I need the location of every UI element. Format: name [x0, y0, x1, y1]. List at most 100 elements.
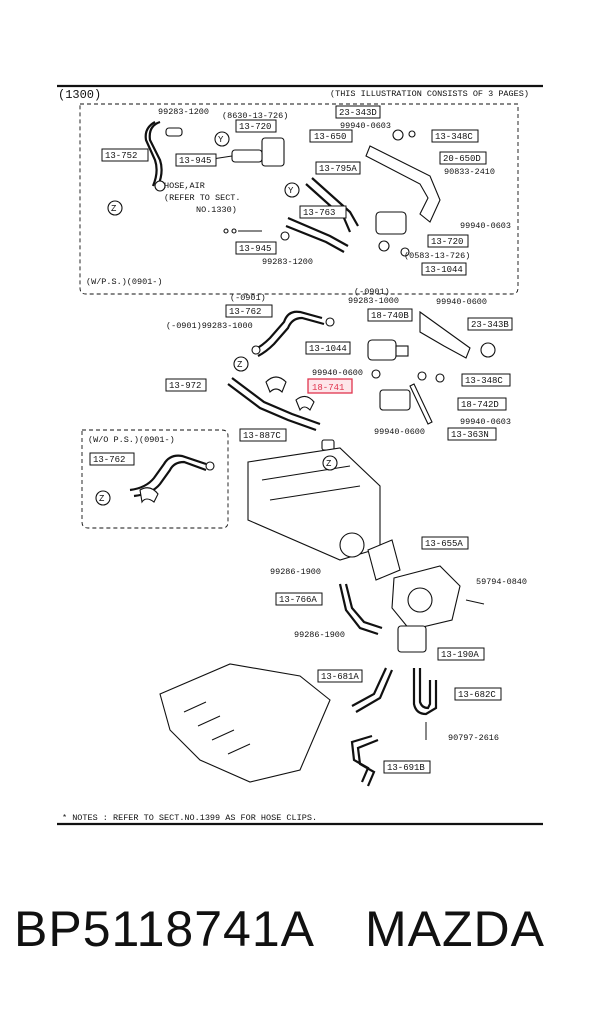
- plug-13-1044-top: [400, 247, 410, 257]
- marker-z-top: [107, 200, 123, 216]
- box-13-720-top: [235, 119, 277, 133]
- pipe-13-972: [231, 377, 321, 426]
- marker-y-top-text: Y: [218, 135, 224, 145]
- box-13-762-b: [89, 452, 135, 466]
- label-13-190a: 13-190A: [441, 650, 479, 660]
- box-18-741-highlight[interactable]: [307, 378, 353, 394]
- label-13-650: 13-650: [314, 132, 346, 142]
- label-18-740b: 18-740B: [371, 311, 409, 321]
- box-13-363n: [447, 427, 497, 441]
- box-13-348c-top: [431, 129, 479, 143]
- label-13-1044-mid: 13-1044: [309, 344, 347, 354]
- hose-13-766a: [338, 583, 379, 636]
- box-13-766a: [275, 592, 323, 606]
- marker-y-top: [214, 131, 230, 147]
- dot-2: [231, 228, 237, 234]
- marker-z-mid: [233, 356, 249, 372]
- hose-13-762-a-b: [257, 316, 325, 357]
- label-99286-1900-a: 99286-1900: [270, 567, 321, 577]
- label-23-343d: 23-343D: [339, 108, 377, 118]
- label-99283-1200-bot: 99283-1200: [262, 257, 313, 267]
- label-90833-2410: 90833-2410: [444, 167, 495, 177]
- box-23-343d: [335, 105, 381, 119]
- box-20-650d: [439, 151, 487, 165]
- label-18-741: 18-741: [312, 383, 344, 393]
- hose-air-line3: NO.1330): [196, 205, 237, 215]
- label-99940-0603-mid: 99940-0603: [460, 417, 511, 427]
- label-8630: (8630-13-726): [222, 111, 288, 121]
- label-13-752-top: 13-752: [105, 151, 137, 161]
- label-0583-13-726: (0583-13-726): [404, 251, 470, 261]
- gasket-13-655a: [367, 539, 401, 581]
- box-23-343b: [467, 317, 513, 331]
- label-13-720-bot: 13-720: [431, 237, 463, 247]
- box-13-655a: [421, 536, 469, 550]
- label-90797-2616: 90797-2616: [448, 733, 499, 743]
- label-99283-1200-top: 99283-1200: [158, 107, 209, 117]
- box-13-972: [165, 378, 207, 392]
- solenoid-18-740b: [367, 339, 397, 361]
- hose-13-682c-b: [418, 668, 432, 710]
- box-13-190a: [437, 647, 485, 661]
- box-13-682c: [454, 687, 502, 701]
- hose-13-682c: [412, 668, 438, 716]
- nut-mid: [417, 371, 427, 381]
- part-number: BP5118741A: [14, 901, 315, 957]
- hose-13-763-b: [285, 224, 345, 253]
- label-99940-0603-top: 99940-0603: [340, 121, 391, 131]
- label-23-343b: 23-343B: [471, 320, 509, 330]
- label-13-691b: 13-691B: [387, 763, 425, 773]
- label-13-655a: 13-655A: [425, 539, 463, 549]
- cap-0583-13-726: [378, 240, 390, 252]
- solenoid-13-720-top: [261, 137, 285, 167]
- label-99940-0600-mid: 99940-0600: [312, 368, 363, 378]
- clip-99283-1200-top: [165, 127, 183, 137]
- box-13-1044-top: [421, 262, 467, 276]
- clip-pipe-1: [265, 376, 287, 393]
- hose-13-691b: [350, 734, 373, 783]
- group-label-no-ps: (W/O P.S.)(0901-): [88, 435, 175, 445]
- dot-1: [223, 228, 229, 234]
- label-13-766a: 13-766A: [279, 595, 317, 605]
- bolt-99940-0603-top: [392, 129, 404, 141]
- group-box-ps: [79, 103, 519, 295]
- hose-13-752-top-outer: [144, 121, 158, 187]
- box-13-720-bot: [427, 234, 469, 248]
- marker-z-top-text: Z: [111, 204, 117, 214]
- hose-air-line2: (REFER TO SECT.: [164, 193, 241, 203]
- label-13-348c-top: 13-348C: [435, 132, 473, 142]
- bracket-mid: [419, 310, 471, 359]
- label-99283-1000-a: 99283-1000: [348, 296, 399, 306]
- bushing-23-343b: [480, 342, 496, 358]
- marker-y-mid-text: Y: [288, 186, 294, 196]
- label-99940-0600-tr: 99940-0600: [436, 297, 487, 307]
- box-13-763: [299, 205, 347, 219]
- label-99286-1900-b: 99286-1900: [294, 630, 345, 640]
- hose-13-766a-b: [344, 583, 383, 630]
- hose-13-762-a: [253, 310, 323, 351]
- marker-y-mid: [284, 182, 300, 198]
- label-59794-0840: 59794-0840: [476, 577, 527, 587]
- group-label-ps: (W/P.S.)(0901-): [86, 277, 163, 287]
- label-13-363n: 13-363N: [451, 430, 489, 440]
- hose-13-691b-b: [356, 738, 379, 787]
- throttle-port: [339, 532, 365, 558]
- box-13-1044-mid: [305, 341, 351, 355]
- pipe-13-972-b: [227, 383, 317, 432]
- label-13-887c: 13-887C: [243, 431, 281, 441]
- washer-mid: [435, 373, 445, 383]
- hose-13-752-top: [148, 120, 163, 187]
- box-13-691b: [383, 760, 431, 774]
- label-18-742d: 18-742D: [461, 400, 499, 410]
- box-13-887c: [239, 428, 287, 442]
- nut-13-348c-top: [408, 130, 416, 138]
- label-0901-a: (-0901): [230, 293, 266, 303]
- label-13-681a: 13-681A: [321, 672, 359, 682]
- bracket-20-650d: [365, 145, 441, 223]
- solenoid-13-720-bot: [375, 211, 407, 235]
- solenoid-18-742d: [379, 389, 411, 411]
- clip-99283-1200-bot: [280, 231, 290, 241]
- box-13-762-a: [225, 304, 273, 318]
